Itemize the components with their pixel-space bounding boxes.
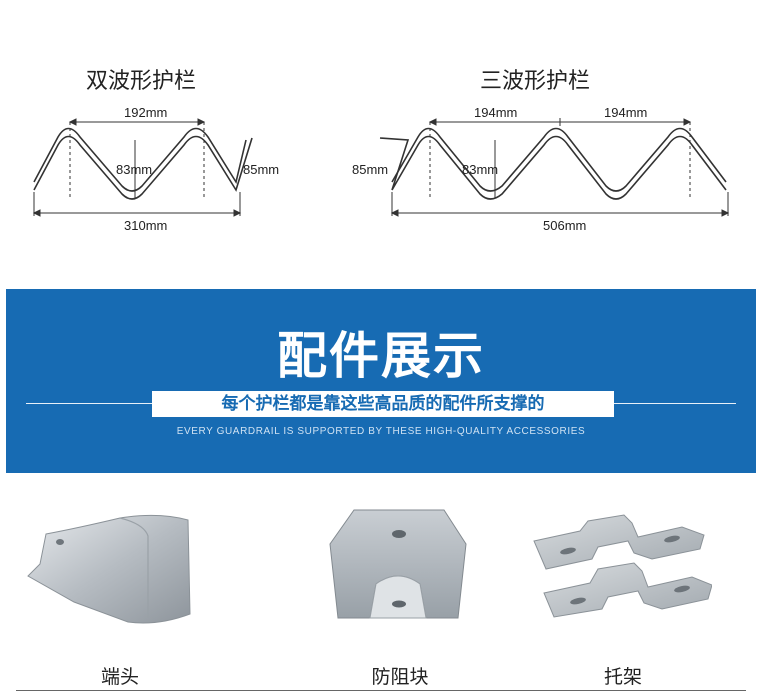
double-wave-diagram	[33, 127, 253, 200]
double-wave-dims	[32, 118, 242, 217]
bracket-image	[533, 514, 712, 618]
banner-line-left	[26, 403, 152, 404]
triple-depth-label: 83mm	[462, 162, 498, 177]
triple-wave-dims	[390, 118, 730, 217]
end-terminal-image	[27, 514, 191, 624]
profile-diagrams: 192mm 83mm 85mm 310mm 194mm 194mm 85mm 8…	[32, 105, 730, 233]
triple-wave-diagram	[379, 127, 727, 200]
banner-line-right	[614, 403, 736, 404]
banner-subtitle: 每个护栏都是靠这些高品质的配件所支撑的	[152, 391, 614, 417]
banner-title: 配件展示	[277, 327, 485, 385]
triple-height-label: 85mm	[352, 162, 388, 177]
bottom-divider	[16, 690, 746, 691]
double-width-label: 310mm	[124, 218, 167, 233]
caption-end-terminal: 端头	[100, 666, 139, 688]
triple-width-label: 506mm	[543, 218, 586, 233]
caption-bracket: 托架	[603, 666, 642, 688]
caption-spacer-block: 防阻块	[371, 666, 429, 688]
triple-pitch-2-label: 194mm	[604, 105, 647, 120]
triple-wave-title: 三波形护栏	[480, 69, 591, 94]
banner-english: EVERY GUARDRAIL IS SUPPORTED BY THESE HI…	[176, 426, 586, 437]
accessories-banner: 配件展示 每个护栏都是靠这些高品质的配件所支撑的 EVERY GUARDRAIL…	[6, 289, 756, 473]
double-depth-label: 83mm	[116, 162, 152, 177]
double-height-label: 85mm	[243, 162, 279, 177]
double-wave-title: 双波形护栏	[86, 69, 197, 94]
triple-pitch-1-label: 194mm	[474, 105, 517, 120]
spacer-block-image	[329, 509, 467, 619]
double-pitch-label: 192mm	[124, 105, 167, 120]
